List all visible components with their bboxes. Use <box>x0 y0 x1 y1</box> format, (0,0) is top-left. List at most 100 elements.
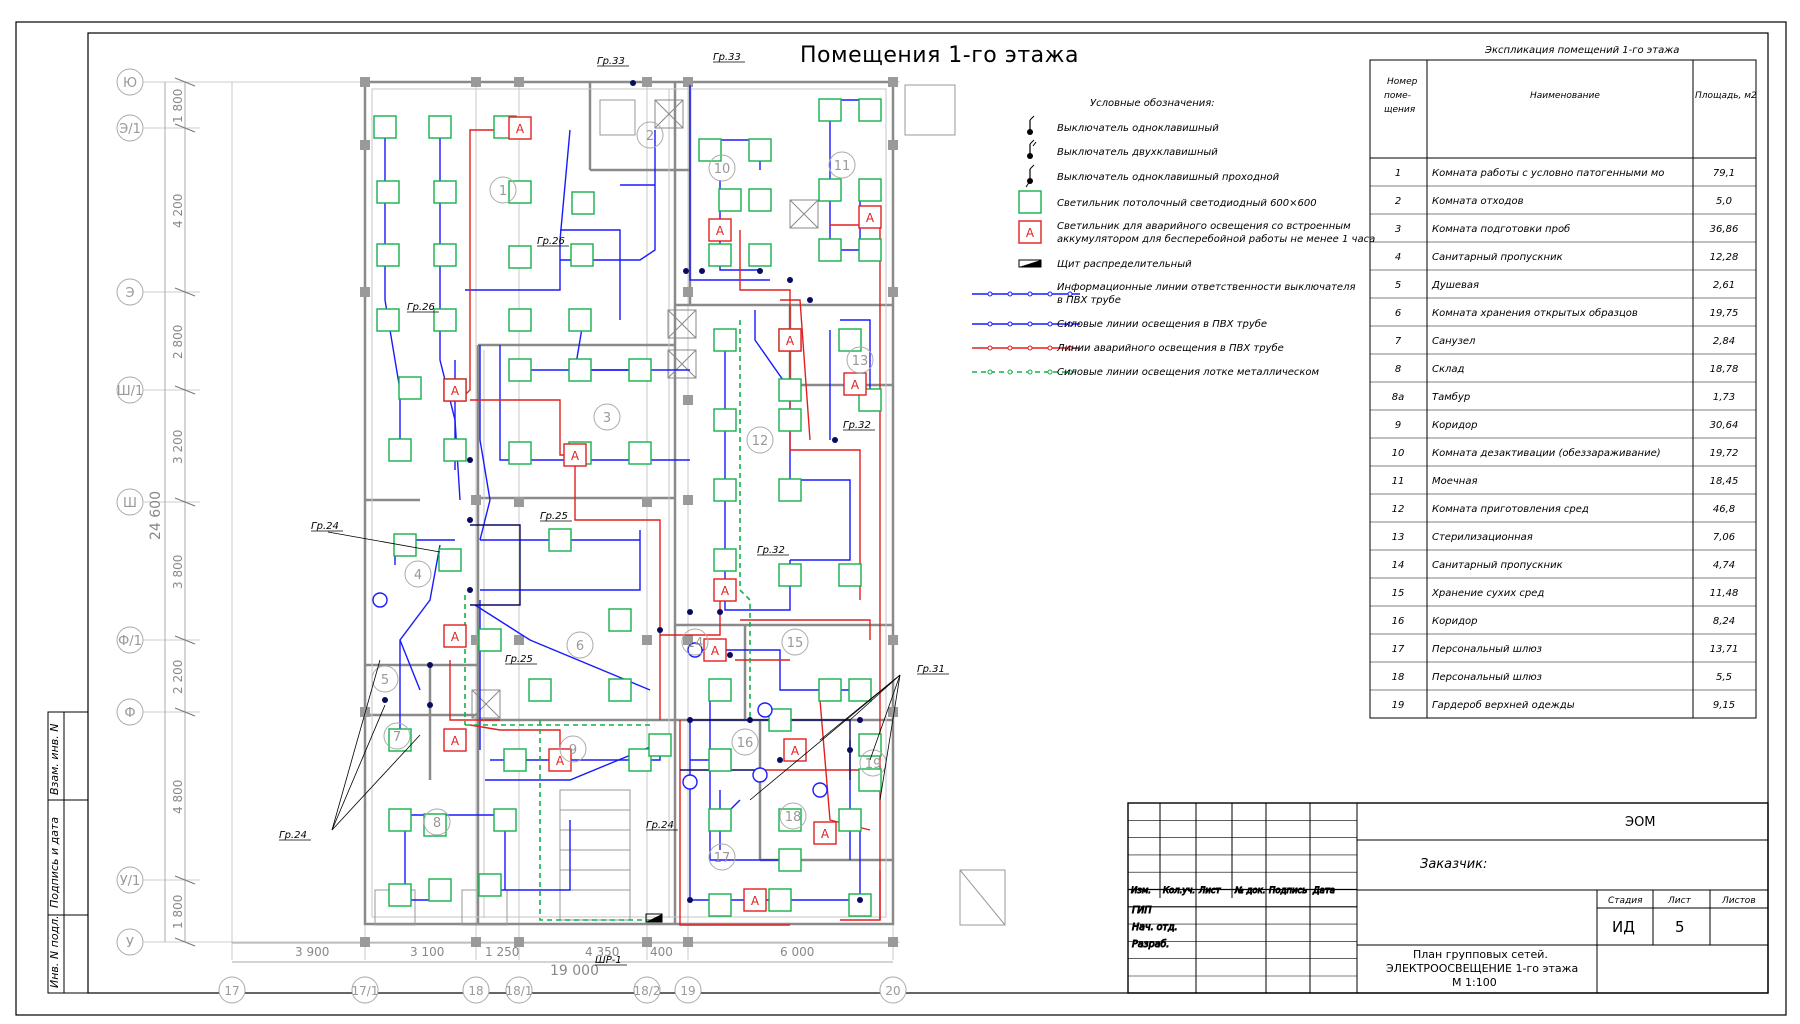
column-mark <box>471 495 481 505</box>
legend-item-label: Силовые линии освещения в ПВХ трубе <box>1057 318 1267 330</box>
column-mark <box>360 140 370 150</box>
switch-junction <box>807 297 813 303</box>
room-number-cell: 4 <box>1395 252 1401 263</box>
ceiling-light-fixture <box>708 748 732 772</box>
room-area-cell: 5,0 <box>1716 196 1732 207</box>
legend-item-label: Выключатель двухклавишный <box>1057 147 1218 158</box>
legend-title: Условные обозначения: <box>1090 97 1215 109</box>
room-number: 17 <box>714 851 731 866</box>
switch-junction <box>857 717 863 723</box>
ceiling-light-fixture <box>608 608 632 632</box>
emergency-light-fixture <box>563 443 587 467</box>
page-title: Помещения 1-го этажа <box>800 43 1079 68</box>
room-name-cell: Тамбур <box>1432 391 1470 403</box>
room-area-cell: 18,78 <box>1710 364 1739 375</box>
explication-title: Экспликация помещений 1-го этажа <box>1484 45 1679 56</box>
ceiling-light-fixture <box>708 243 732 267</box>
socket-symbol <box>752 767 768 783</box>
group-label: Гр.33 <box>713 52 741 63</box>
room-area-cell: 19,72 <box>1710 448 1739 459</box>
ceiling-light-fixture <box>608 678 632 702</box>
column-axis-marker <box>505 976 533 1004</box>
column-axis-marker <box>879 976 907 1004</box>
room-number: 15 <box>787 636 804 651</box>
ceiling-light-fixture <box>438 548 462 572</box>
ceiling-light-fixture <box>376 180 400 204</box>
ceiling-light-fixture <box>388 808 412 832</box>
room-number-cell: 7 <box>1395 336 1402 347</box>
room-number: 12 <box>752 434 769 449</box>
stamp-col-label: Кол.уч. <box>1163 886 1195 896</box>
walls <box>363 80 895 926</box>
room-number-circle <box>846 346 874 374</box>
legend-item-label: Выключатель одноклавишный <box>1057 123 1219 134</box>
legend-item-label: Щит распределительный <box>1057 259 1192 270</box>
ceiling-light-fixture <box>818 678 842 702</box>
switch-junction <box>657 627 663 633</box>
dim-left: 2 200 <box>171 660 185 694</box>
emergency-fixture-mark: A <box>556 754 565 768</box>
switch-junction <box>687 717 693 723</box>
room-number: 11 <box>834 159 851 174</box>
ceiling-light-fixture <box>778 478 802 502</box>
wall-inner-lines <box>371 88 887 918</box>
room-number: 9 <box>569 743 577 758</box>
room-area-cell: 13,71 <box>1710 644 1739 655</box>
column-mark <box>888 937 898 947</box>
room-number: 7 <box>393 730 401 745</box>
emergency-light-fixture <box>813 821 837 845</box>
ceiling-light-fixture <box>708 893 732 917</box>
column-axis-marker <box>674 976 702 1004</box>
emergency-light-fixture <box>443 624 467 648</box>
room-name-cell: Гардероб верхней одежды <box>1432 699 1575 711</box>
room-number-cell: 17 <box>1392 644 1405 655</box>
ceiling-light-fixture <box>433 180 457 204</box>
shaft-crosses <box>471 99 819 719</box>
stamp-col-label: Изм. <box>1131 886 1151 896</box>
row-axis-label: Ф/1 <box>118 634 142 649</box>
ceiling-light-fixture <box>698 138 722 162</box>
column-mark <box>683 287 693 297</box>
switch-junction <box>687 897 693 903</box>
ceiling-light-fixture <box>508 308 532 332</box>
room-area-cell: 4,74 <box>1713 560 1735 571</box>
room-number: 8 <box>433 816 441 831</box>
column-mark <box>683 395 693 405</box>
ceiling-light-fixture <box>433 243 457 267</box>
stamp-role: Нач. отд. <box>1132 922 1178 933</box>
ceiling-light-fixture <box>376 308 400 332</box>
emergency-fixture-mark: A <box>571 449 580 463</box>
ceiling-light-fixture <box>713 548 737 572</box>
room-name-cell: Душевая <box>1431 280 1479 291</box>
ceiling-light-fixture <box>376 243 400 267</box>
column-axis-label: 19 <box>680 984 695 998</box>
room-area-cell: 19,75 <box>1710 308 1739 319</box>
column-mark <box>683 937 693 947</box>
group-label: Гр.25 <box>540 511 568 522</box>
emergency-light-fixture <box>778 328 802 352</box>
room-number-circle <box>828 151 856 179</box>
ceiling-light-fixture <box>768 708 792 732</box>
legend-item-label: Силовые линии освещения лотке металличес… <box>1057 367 1320 378</box>
room-number-circle <box>404 560 432 588</box>
room-number: 16 <box>737 736 754 751</box>
legend-item-label-2: аккумулятором для бесперебойной работы н… <box>1057 233 1375 245</box>
switch-junction <box>757 268 763 274</box>
room-name-cell: Санитарный пропускник <box>1432 252 1563 263</box>
room-name-cell: Персональный шлюз <box>1432 644 1542 655</box>
structural-columns <box>360 77 898 947</box>
ceiling-light-fixture <box>713 328 737 352</box>
switch-junction <box>727 652 733 658</box>
room-number-circle <box>779 802 807 830</box>
legend-item-label: Светильник потолочный светодиодный 600×6… <box>1057 198 1317 209</box>
legend-item-label: Выключатель одноклавишный проходной <box>1057 172 1280 183</box>
room-number: 1 <box>499 184 507 199</box>
legend-item-label: Светильник для аварийного освещения со в… <box>1057 221 1351 232</box>
distribution-board-shr1 <box>645 913 663 923</box>
room-number: 10 <box>714 162 731 177</box>
room-number: 18 <box>785 810 802 825</box>
emergency-light-fixture <box>443 378 467 402</box>
room-name-cell: Коридор <box>1432 616 1477 627</box>
switch-junction <box>857 897 863 903</box>
